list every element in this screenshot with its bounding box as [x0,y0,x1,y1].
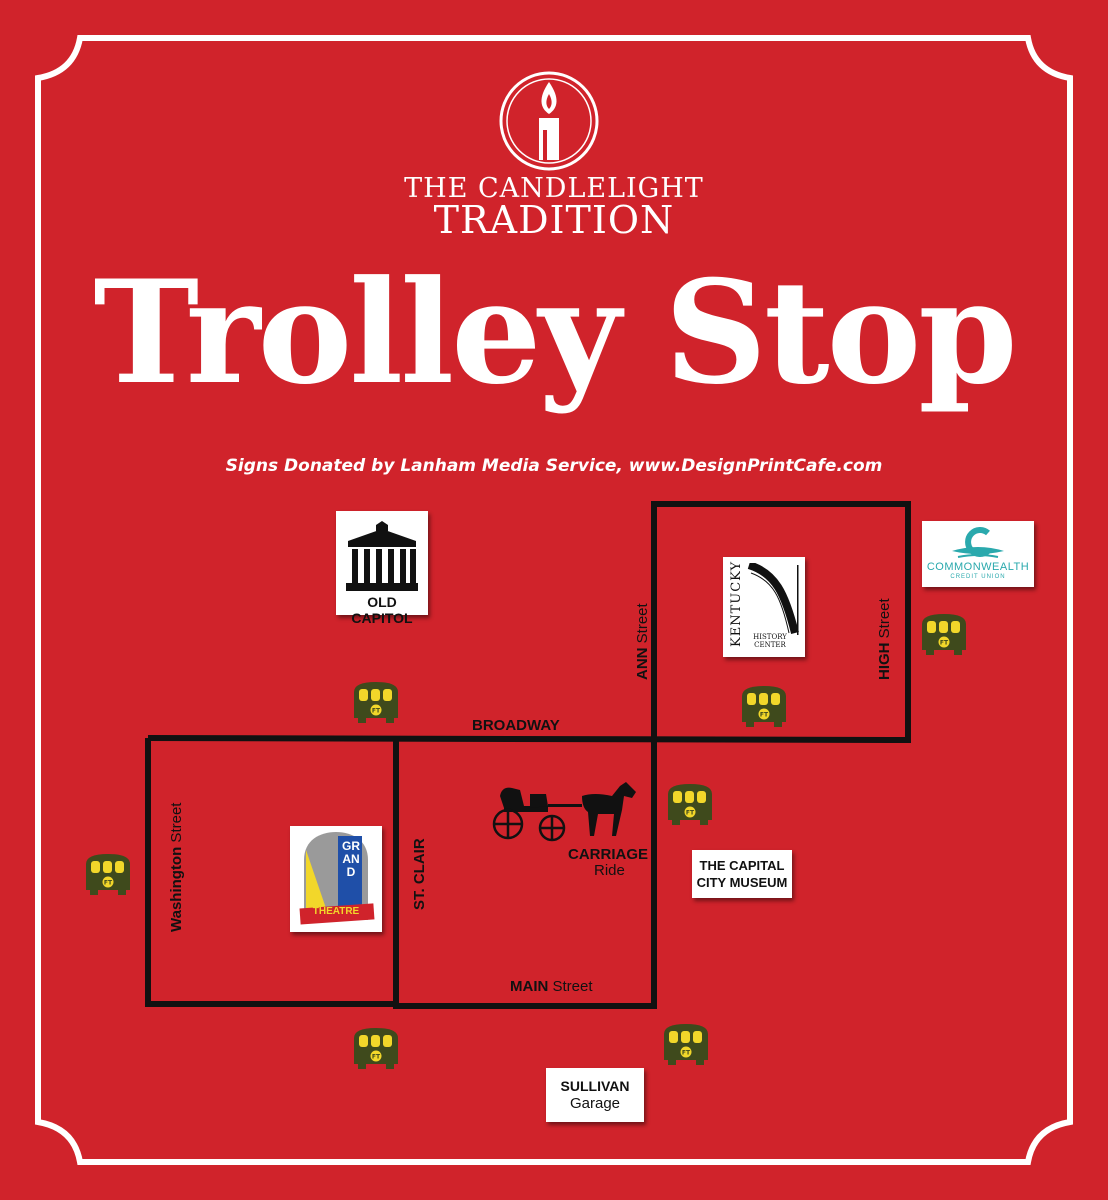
sullivan-garage-card: SULLIVAN Garage [546,1068,644,1122]
trolley-logo-text: FT [686,810,695,817]
trolley-logo-text: FT [940,640,949,647]
candle-logo-icon [499,71,599,171]
trolley-logo-text: FT [682,1050,691,1057]
trolley-stop-icon: FT [664,1024,708,1065]
donor-credit: Signs Donated by Lanham Media Service, w… [225,456,883,476]
trolley-stop-icon: FT [668,784,712,825]
kentucky-history-center-card: KENTUCKY HISTORY CENTER [723,557,805,657]
trolley-stop-icon: FT [354,1028,398,1069]
brand-name-line2: TRADITION [433,198,675,242]
grand-theatre-marquee-icon [299,832,375,925]
kentucky-staircase-icon [747,563,799,635]
capital-city-museum-card: THE CAPITAL CITY MUSEUM [692,850,792,898]
trolley-stop-icon: FT [354,682,398,723]
horse-carriage-icon [492,782,636,842]
carriage-ride-name: CARRIAGE [568,846,649,863]
street-label-main: MAIN Street [510,978,593,995]
sullivan-name: SULLIVAN [560,1078,630,1094]
old-capitol-building-icon [346,521,418,591]
museum-line1: THE CAPITAL [699,858,785,873]
trolley-logo-text: FT [104,880,113,887]
old-capitol-card: OLD CAPITOL [336,511,428,626]
trolley-logo-text: FT [760,712,769,719]
page-title: Trolley Stop [93,250,1017,416]
grand-theatre-name: GRAND [342,839,360,879]
commonwealth-sub: CREDIT UNION [950,574,1006,580]
old-capitol-label: OLD CAPITOL [351,594,413,626]
street-label-washington: Washington Street [168,802,185,932]
trolley-stop-icon: FT [742,686,786,727]
grand-theatre-card: GRAND THEATRE [290,826,382,932]
commonwealth-name: COMMONWEALTH [926,561,1030,573]
street-label-high: HIGH Street [876,598,893,680]
street-label-st-clair: ST. CLAIR [411,838,428,910]
street-label-ann: ANN Street [634,603,651,680]
street-label-broadway: BROADWAY [472,717,560,734]
trolley-logo-text: FT [372,1054,381,1061]
trolley-stop-icon: FT [86,854,130,895]
kentucky-history-sub: HISTORY CENTER [753,633,787,649]
sullivan-sub: Garage [569,1095,621,1112]
commonwealth-logo-icon [952,527,1004,558]
grand-theatre-sub: THEATRE [312,906,360,917]
museum-line2: CITY MUSEUM [696,875,788,890]
brand-name-line1: THE CANDLELIGHT [404,173,704,204]
trolley-stop-icon: FT [922,614,966,655]
commonwealth-credit-union-card: COMMONWEALTH CREDIT UNION [922,521,1034,587]
trolley-logo-text: FT [372,708,381,715]
carriage-ride-sub: Ride [594,862,625,879]
